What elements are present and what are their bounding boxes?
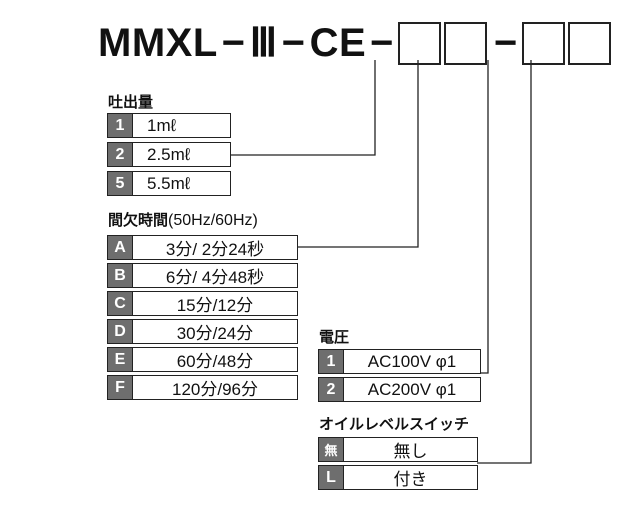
discharge-value: 1mℓ: [147, 115, 177, 135]
interval-code: A: [108, 236, 133, 259]
discharge-title: 吐出量: [108, 93, 154, 111]
discharge-row: 2 2.5mℓ: [107, 142, 231, 167]
discharge-value: 2.5mℓ: [147, 144, 191, 164]
interval-title: 間欠時間(50Hz/60Hz): [108, 209, 258, 230]
model-dash: −: [370, 20, 394, 65]
model-generation: Ⅲ: [249, 21, 278, 65]
interval-value: 15分/12分: [176, 296, 254, 315]
oil-switch-row: L 付き: [318, 465, 478, 490]
voltage-code: 2: [319, 378, 344, 401]
interval-code: B: [108, 264, 133, 287]
code-box-discharge: [398, 21, 441, 65]
interval-title-text: 間欠時間: [108, 211, 169, 229]
discharge-code: 5: [108, 172, 133, 195]
interval-value: 3分/ 2分24秒: [165, 240, 265, 259]
interval-row: A 3分/ 2分24秒: [107, 235, 298, 260]
interval-code: E: [108, 348, 133, 371]
discharge-code: 1: [108, 114, 133, 137]
model-suffix: CE: [309, 20, 367, 65]
oil-switch-row: 無 無し: [318, 437, 478, 462]
code-box-voltage: [521, 21, 565, 65]
model-dash: −: [281, 20, 306, 65]
interval-row: E 60分/48分: [107, 347, 298, 372]
oil-switch-code: L: [319, 466, 344, 489]
code-box-interval: [444, 21, 487, 65]
oil-switch-value: 無し: [393, 442, 428, 461]
voltage-value: AC100V φ1: [367, 351, 457, 371]
connector-interval: [297, 60, 419, 248]
voltage-code: 1: [319, 350, 344, 373]
discharge-value: 5.5mℓ: [147, 173, 191, 193]
oil-switch-code: 無: [319, 438, 344, 461]
connector-oil-switch: [477, 60, 532, 464]
voltage-title: 電圧: [319, 328, 350, 346]
model-dash: −: [494, 20, 518, 65]
interval-row: C 15分/12分: [107, 291, 298, 316]
interval-row: D 30分/24分: [107, 319, 298, 344]
model-dash: −: [221, 20, 246, 65]
interval-row: F 120分/96分: [107, 375, 298, 400]
voltage-value: AC200V φ1: [367, 379, 457, 399]
voltage-row: 2 AC200V φ1: [318, 377, 481, 402]
interval-value: 60分/48分: [176, 352, 254, 371]
connector-voltage: [480, 60, 489, 374]
interval-subtitle: (50Hz/60Hz): [168, 212, 258, 229]
interval-value: 30分/24分: [176, 324, 254, 343]
discharge-row: 1 1mℓ: [107, 113, 231, 138]
interval-code: F: [108, 376, 133, 399]
model-number: MMXL − Ⅲ − CE − −: [98, 18, 614, 68]
connector-discharge: [230, 60, 376, 156]
interval-value: 6分/ 4分48秒: [165, 268, 265, 287]
interval-code: D: [108, 320, 133, 343]
discharge-code: 2: [108, 143, 133, 166]
interval-value: 120分/96分: [172, 380, 258, 399]
discharge-row: 5 5.5mℓ: [107, 171, 231, 196]
interval-row: B 6分/ 4分48秒: [107, 263, 298, 288]
interval-code: C: [108, 292, 133, 315]
model-series: MMXL: [98, 20, 218, 65]
oil-switch-value: 付き: [393, 470, 428, 489]
oil-switch-title: オイルレベルスイッチ: [319, 415, 470, 433]
voltage-row: 1 AC100V φ1: [318, 349, 481, 374]
code-box-oil-switch: [567, 21, 611, 65]
